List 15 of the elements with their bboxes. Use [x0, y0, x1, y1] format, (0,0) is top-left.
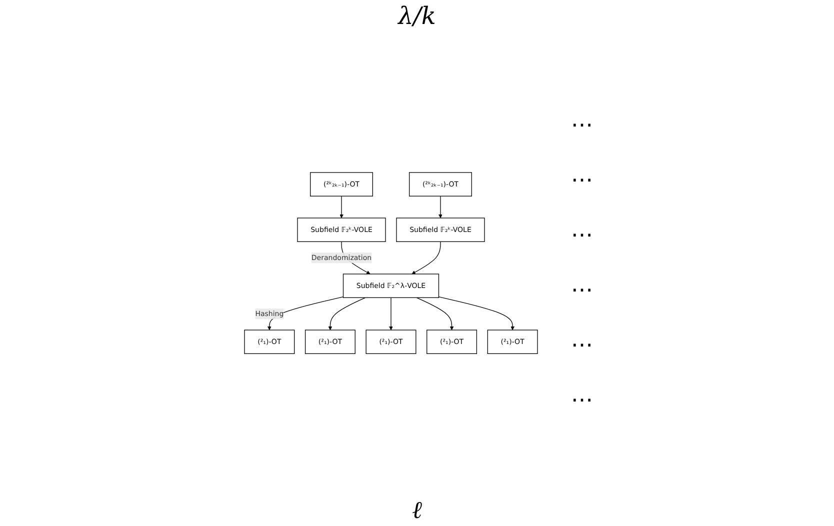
- arrow: [328, 297, 366, 330]
- ellipsis: ⋯: [570, 388, 593, 413]
- brace-label: λ/k: [398, 1, 436, 32]
- arrow: [412, 241, 441, 274]
- arrow: [340, 196, 344, 218]
- ellipsis: ⋯: [570, 278, 593, 303]
- brace-label: ℓ: [412, 495, 422, 526]
- arrow: [438, 196, 442, 218]
- ellipsis: ⋯: [570, 168, 593, 193]
- ellipsis: ⋯: [570, 113, 593, 138]
- arrow: [438, 296, 514, 330]
- ellipsis: ⋯: [570, 223, 593, 248]
- arrow: [416, 297, 454, 330]
- arrow: [389, 297, 393, 330]
- ellipsis: ⋯: [570, 333, 593, 358]
